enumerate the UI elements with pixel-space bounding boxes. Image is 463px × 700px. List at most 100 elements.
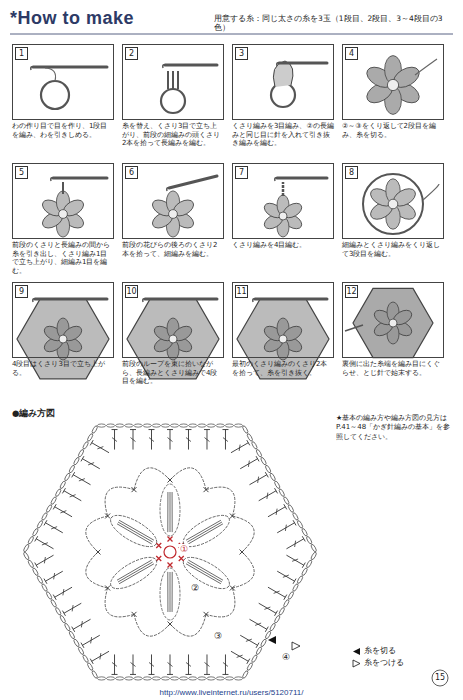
stitch-top — [185, 429, 191, 430]
chain-stitch — [125, 424, 133, 427]
step-panel: 4 ②～③をくり返して2段目を編み、糸を切る。 — [342, 44, 444, 139]
flower-center — [388, 199, 398, 209]
step-frame: 4 — [342, 44, 444, 120]
crochet-hook — [33, 66, 107, 69]
chain-stitch — [59, 615, 66, 624]
double-crochet-symbol — [249, 475, 266, 485]
double-crochet-symbol — [119, 564, 154, 584]
flower-center — [279, 335, 287, 343]
double-crochet-symbol — [277, 571, 294, 581]
chain-stitch — [189, 677, 197, 680]
step-panel: 8細編みとくさり編みをくり返して3段目を編む。 — [342, 163, 444, 258]
stitch — [172, 71, 174, 89]
double-crochet-symbol — [286, 555, 303, 565]
flower-center — [387, 79, 398, 90]
step-frame: 9 — [12, 282, 114, 358]
flower-center — [169, 210, 178, 219]
round-three — [363, 174, 423, 234]
double-crochet-symbol — [118, 522, 153, 542]
chain-stitch — [116, 424, 124, 427]
chain-loop — [232, 516, 254, 552]
petal-chain — [179, 551, 234, 594]
crochet-hook — [255, 298, 327, 301]
stitch-bar — [44, 557, 46, 563]
double-crochet-symbol — [117, 524, 152, 544]
legend-row: 糸をつける — [352, 658, 404, 668]
stitch-top — [130, 674, 136, 675]
double-crochet-symbol — [286, 539, 303, 549]
chain-stitch — [59, 480, 66, 489]
stitch-top — [204, 429, 210, 430]
step-panel: 7くさり編みを4目編む。 — [232, 163, 334, 250]
stitch-top — [53, 595, 56, 600]
stitch-bar — [168, 662, 173, 666]
stitch-top — [204, 674, 210, 675]
step-number: 3 — [235, 47, 248, 60]
step-caption: 糸を替え、くさり3目で立ち上がり、前段の細編みの頭くさり2本を拾って長編みを編む… — [122, 122, 224, 148]
stitch-top — [90, 659, 93, 664]
stitch-bar — [88, 463, 94, 465]
petal-chain — [106, 509, 161, 552]
stitch-top — [185, 674, 191, 675]
double-crochet-symbol — [82, 635, 99, 645]
chain-stitch — [97, 677, 105, 680]
step-panel: 11最初のくさり編みのくさり2本を拾って、糸を引き抜く。 — [232, 282, 334, 377]
single-crochet-symbol — [105, 586, 110, 591]
stitch-bar — [112, 662, 117, 666]
double-crochet-symbol — [170, 492, 171, 532]
stitch-bar — [255, 623, 261, 625]
chain-loop — [134, 614, 170, 636]
stitch — [177, 71, 179, 89]
stitch-top — [72, 472, 75, 477]
step-number: 5 — [15, 166, 28, 179]
join-yarn-mark — [353, 660, 360, 667]
stitch-top — [275, 488, 278, 493]
stitch-top — [256, 643, 259, 648]
step-caption: わの作り目で目を作り、1段目を編み、わを引きしめる。 — [12, 122, 114, 139]
step-caption: 前段の花びらの後ろのくさり2本を拾って、細編みを編む。 — [122, 241, 224, 258]
step-caption: ②～③をくり返して2段目を編み、糸を切る。 — [342, 122, 444, 139]
chain-stitch — [134, 424, 142, 427]
crochet-hook — [277, 177, 327, 180]
stitch-top — [62, 611, 65, 616]
chain-stitch — [134, 677, 142, 680]
chain-loop — [206, 487, 235, 516]
chain-stitch — [297, 575, 304, 584]
chain-stitch — [287, 591, 294, 600]
stitch-bar — [131, 662, 136, 666]
stitch-bar — [248, 461, 250, 467]
stitch-bar — [53, 573, 55, 579]
double-crochet-symbol — [172, 492, 173, 532]
hexagon-motif — [353, 288, 433, 357]
stitch-top — [149, 429, 155, 430]
step-number: 9 — [15, 285, 28, 298]
double-crochet-symbol — [119, 520, 154, 540]
stitch-top — [247, 659, 250, 664]
stitch-bar — [60, 511, 66, 513]
stitch-top — [112, 674, 118, 675]
chain-stitch — [269, 473, 276, 482]
double-crochet-symbol — [45, 523, 62, 533]
chain-loop — [86, 516, 108, 552]
chain-stitch — [283, 496, 290, 505]
chain-stitch — [283, 599, 290, 608]
stitch-bar — [168, 438, 173, 442]
stitch-bar — [99, 653, 101, 659]
chain-stitch — [274, 480, 281, 489]
yarn-strand — [415, 59, 437, 75]
chain-stitch — [27, 559, 34, 568]
chain-stitch — [143, 677, 151, 680]
chain-loop — [86, 552, 108, 588]
stitch-bar — [223, 438, 228, 442]
step-frame: 1 — [12, 44, 114, 120]
stitch-bar — [112, 438, 117, 442]
stitch-bar — [257, 477, 259, 483]
chain-stitch — [23, 544, 30, 553]
crochet-hook — [279, 62, 327, 65]
chain-stitch — [50, 599, 57, 608]
stitch-top — [167, 674, 173, 675]
step-frame: 2 — [122, 44, 224, 120]
double-crochet-symbol — [187, 562, 222, 582]
callout-number: ④ — [281, 652, 291, 663]
single-crochet-symbol — [204, 487, 209, 492]
